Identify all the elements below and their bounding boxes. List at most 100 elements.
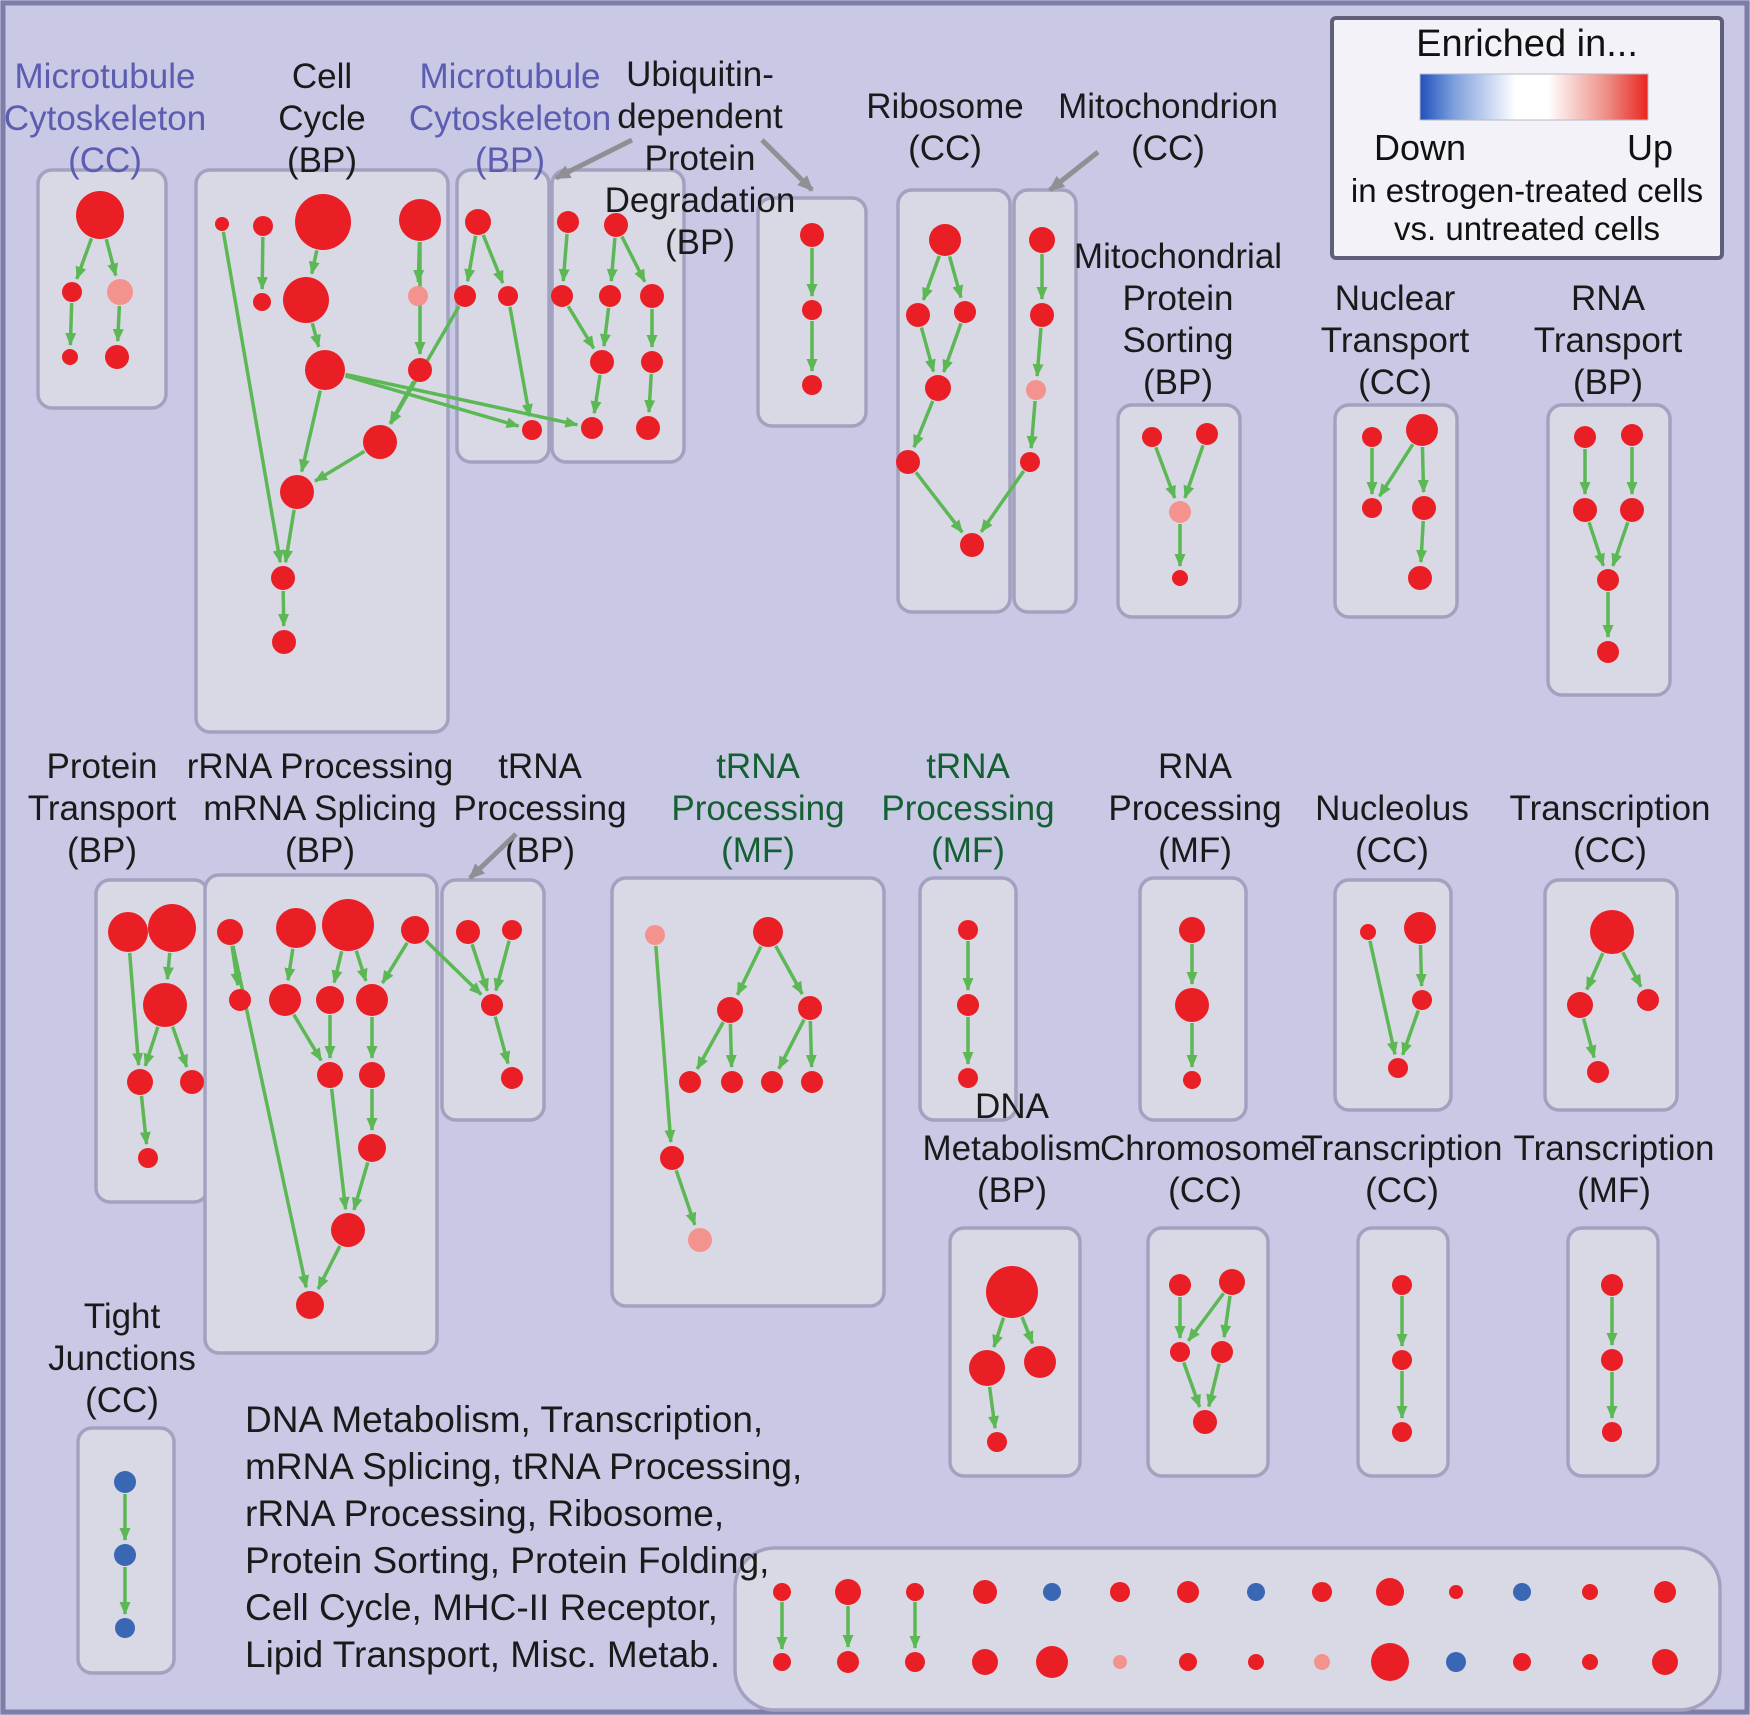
gene-node-tj2: [114, 1544, 136, 1566]
gene-node-t32: [1392, 1350, 1412, 1370]
edge-pt3-pt5: [170, 1026, 189, 1068]
misc-node-top-10: [1376, 1578, 1404, 1606]
gene-node-ub4: [599, 285, 621, 307]
misc-node-bottom-11: [1446, 1652, 1466, 1672]
gene-node-tj3: [115, 1618, 135, 1638]
group-box-nuclear-transport-cc: [1333, 403, 1459, 619]
group-box-mitochondrion-cc: [1012, 188, 1078, 614]
edge-cc2-cc5: [256, 236, 268, 291]
legend: Enriched in... Down Up in estrogen-treat…: [1330, 16, 1724, 260]
edge-cc11-cc12: [282, 509, 296, 564]
group-box-cell-cycle-bp: [194, 168, 450, 734]
gene-node-ub9: [636, 416, 660, 440]
edge-tm4-tm8: [805, 1020, 817, 1069]
edge-ch3-ch5: [1182, 1361, 1202, 1408]
edge-nu2-nu3: [1415, 944, 1427, 988]
gene-node-dm3: [1024, 1346, 1056, 1378]
gene-node-rt6: [1597, 641, 1619, 663]
group-box-transcription-cc-top: [1543, 878, 1679, 1112]
gene-node-mt5: [105, 345, 129, 369]
edge-mt2-mt4: [65, 302, 77, 347]
edge-rr6-rr9: [292, 1013, 323, 1062]
edge-tc1-tc2: [1585, 952, 1605, 991]
gene-node-ma3: [498, 286, 518, 306]
gene-node-rt4: [1620, 498, 1644, 522]
edge-rr2-rr6: [284, 948, 296, 982]
gene-node-tm10: [688, 1228, 712, 1252]
gene-node-rt2: [1621, 424, 1643, 446]
legend-down-label: Down: [1374, 127, 1466, 168]
group-label-ribosome-cc: Ribosome(CC): [866, 87, 1024, 168]
edge-nt2-nt4: [1417, 446, 1429, 494]
gene-node-nu1: [1360, 924, 1376, 940]
label-pointer-arrow-1: [554, 137, 634, 181]
gene-node-t33: [1392, 1422, 1412, 1442]
gene-node-cc8: [305, 350, 345, 390]
edge-rr11-rr12: [351, 1161, 370, 1211]
misc-caption-line-4: Protein Sorting, Protein Folding,: [245, 1540, 769, 1581]
gene-node-pt6: [138, 1148, 158, 1168]
gene-node-tm3: [717, 997, 743, 1023]
gene-node-rr8: [356, 984, 388, 1016]
edge-cc12-cc13: [278, 590, 290, 628]
gene-node-ma1: [465, 209, 491, 235]
edge-rr9-rr12: [329, 1088, 350, 1211]
gene-node-cc4: [399, 199, 441, 241]
edge-ub6-ub8: [590, 374, 602, 415]
gene-node-tb1: [456, 920, 480, 944]
misc-node-bottom-10: [1371, 1643, 1409, 1681]
gene-node-tc1: [1590, 910, 1634, 954]
gene-node-ub5: [640, 284, 664, 308]
edges-layer: [65, 231, 1643, 1650]
misc-caption-line-1: DNA Metabolism, Transcription,: [245, 1399, 763, 1440]
misc-caption-line-3: rRNA Processing, Ribosome,: [245, 1493, 724, 1534]
gene-node-mp4: [1172, 570, 1188, 586]
gene-node-cc6: [283, 277, 329, 323]
misc-node-top-4: [973, 1580, 997, 1604]
misc-node-bottom-6: [1113, 1655, 1127, 1669]
nodes-layer: [62, 191, 1678, 1681]
gene-node-t41: [1601, 1274, 1623, 1296]
edge-tm2-tm3: [735, 945, 763, 996]
edge-dm1-dm2: [992, 1317, 1006, 1349]
gene-node-cc13: [272, 630, 296, 654]
gene-node-tb2: [502, 920, 522, 940]
gene-node-rb6: [960, 533, 984, 557]
gene-node-cc9: [408, 358, 432, 382]
gene-node-t23: [958, 1068, 978, 1088]
misc-node-top-8: [1247, 1583, 1265, 1601]
gene-node-rr4: [401, 916, 429, 944]
misc-node-top-14: [1654, 1581, 1676, 1603]
gene-node-rr5: [229, 989, 251, 1011]
gene-node-ch1: [1169, 1274, 1191, 1296]
edge-ma1-ma2: [464, 235, 478, 283]
edge-rb5-rb6: [914, 471, 964, 534]
misc-node-top-9: [1312, 1582, 1332, 1602]
legend-caption-line-1: in estrogen-treated cells: [1351, 172, 1703, 209]
gene-node-tm8: [801, 1071, 823, 1093]
gene-node-cc7: [408, 286, 428, 306]
group-box-rna-transport-bp: [1546, 403, 1672, 697]
gene-node-rt5: [1597, 569, 1619, 591]
gene-node-mp3: [1169, 501, 1191, 523]
legend-up-label: Up: [1627, 127, 1673, 168]
misc-node-top-13: [1582, 1584, 1598, 1600]
gene-node-nt2: [1406, 414, 1438, 446]
group-box-dna-metabolism-bp: [948, 1226, 1082, 1478]
edge-ub3-ub6: [566, 305, 596, 350]
gene-node-cc10: [363, 425, 397, 459]
gene-node-ma2: [454, 285, 476, 307]
gene-node-dm4: [987, 1432, 1007, 1452]
edge-mp1-mp3: [1154, 446, 1177, 499]
gene-node-tc3: [1637, 989, 1659, 1011]
misc-node-bottom-13: [1582, 1654, 1598, 1670]
